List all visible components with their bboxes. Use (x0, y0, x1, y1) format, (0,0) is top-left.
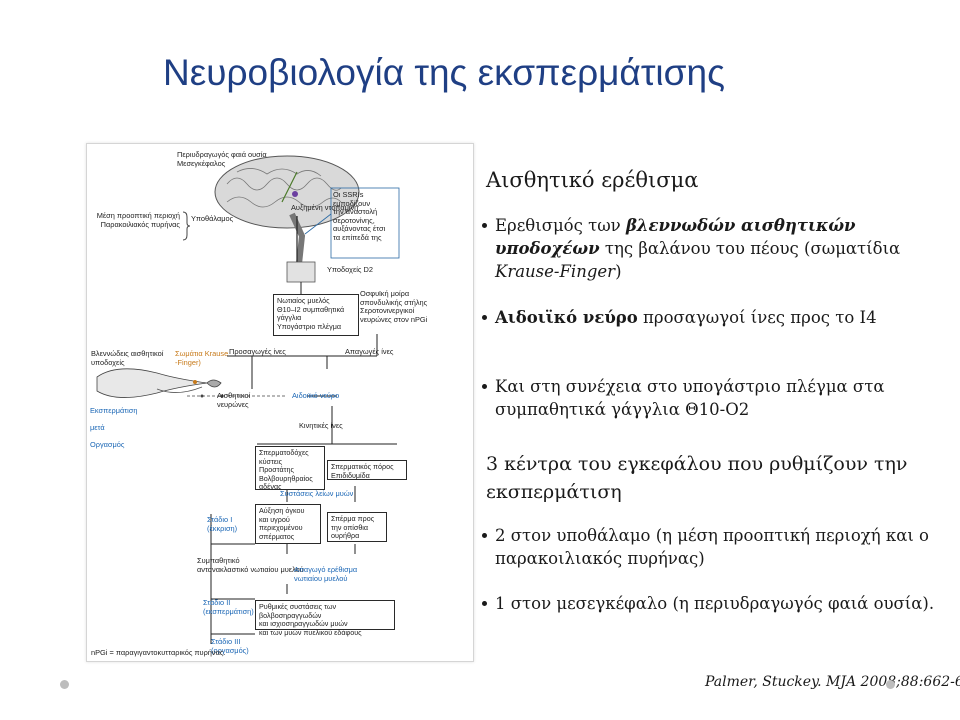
spinal-cord-box: Νωτιαίος μυελός Θ10–Ι2 συμπαθητικά γάγγλ… (273, 294, 359, 336)
after-label: μετά (90, 424, 105, 433)
efferent-fibers-label: Απαγωγές ίνες (345, 348, 393, 357)
section-heading-brain-centers: 3 κέντρα του εγκεφάλου που ρυθμίζουν την… (486, 450, 926, 506)
bullet-midbrain: 1 στον μεσεγκέφαλο (η περιυδραγωγός φαιά… (495, 592, 935, 615)
hypothalamus-regions-label: Μέση προοπτική περιοχή Παρακοιλιακός πυρ… (90, 212, 180, 229)
citation: Palmer, Stuckey. MJA 2008;88:662-666. (705, 674, 960, 690)
smooth-muscle-label: Συστάσεις λείων μυών (280, 490, 353, 499)
sympathetic-reflex-label: Συμπαθητικό αντανακλαστικό νωτιαίου μυελ… (197, 557, 304, 574)
ejaculation-pathway-diagram: Περιυδραγωγός φαιά ουσία Μεσεγκέφαλος Μέ… (86, 143, 474, 662)
motor-fibers-label: Κινητικές ίνες (299, 422, 343, 431)
slide-title: Νευροβιολογία της εκσπερμάτισης (163, 52, 725, 94)
vas-deferens-box: Σπερματικός πόρος Επιδιδυμίδα (327, 460, 407, 480)
afferent-fibers-label: Προσαγωγές ίνες (229, 348, 286, 357)
section-heading-sensory: Αισθητικό ερέθισμα (486, 168, 698, 192)
bullet-plexus: Και στη συνέχεια στο υπογάστριο πλέγμα σ… (495, 375, 935, 421)
ejaculation-label: Εκσπερμάτιση (90, 407, 137, 416)
accessory-glands-box: Σπερματοδόχες κύστεις Προστάτης Βολβουρη… (255, 446, 325, 490)
sensory-neurons-label: Αισθητικοί νευρώνες (217, 392, 250, 409)
bullet-pudendal: Αιδοιϊκό νεύρο προσαγωγοί ίνες προς το Ι… (495, 306, 935, 329)
bullet-dot (482, 601, 487, 606)
stage2-label: Στάδιο ΙΙ (εκσπερμάτιση) (203, 599, 254, 616)
bullet-receptors: Ερεθισμός των βλεννωδών αισθητικών υποδο… (495, 214, 935, 283)
semen-volume-box: Αύξηση όγκου και υγρού περιεχομένου σπέρ… (255, 504, 321, 544)
stage1-label: Στάδιο Ι (έκκριση) (207, 516, 237, 533)
sperm-urethra-box: Σπέρμα προς την οπίσθια ουρήθρα (327, 512, 387, 542)
bullet-hypothalamus: 2 στον υποθάλαμο (η μέση προοπτική περιο… (495, 524, 935, 570)
nav-dot-right (886, 680, 895, 689)
nav-dot-left (60, 680, 69, 689)
pudendal-nerve-label: Αιδοιϊκό νεύρο (292, 392, 339, 401)
d2-receptors-label: Υποδοχείς D2 (327, 266, 373, 275)
hypothalamus-label: Υποθάλαμος (191, 215, 233, 224)
mucosal-receptors-label: Βλεννώδεις αισθητικοί υποδοχείς (91, 350, 163, 367)
brain-label: Περιυδραγωγός φαιά ουσία Μεσεγκέφαλος (177, 151, 267, 168)
bullet-dot (482, 384, 487, 389)
bullet-dot (482, 223, 487, 228)
npgi-footnote: nPGi = παραγιγαντοκυτταρικός πυρήνας. (91, 649, 225, 658)
rhythmic-contractions-box: Ρυθμικές συστάσεις των βολβοσηραγγωδών κ… (255, 600, 395, 630)
krause-corpuscles-label: Σωμάτια Krause -Finger) (175, 350, 228, 367)
ssri-note: Οι SSRIs εμποδίζουν την αναστολή σεροτον… (333, 191, 385, 243)
orgasm-label: Οργασμός (90, 441, 124, 450)
efferent-stimulus-label: Απαγωγό ερέθισμα νωτιαίου μυελού (294, 566, 357, 583)
lumbar-serotonin-label: Οσφυϊκή μοίρα σπονδυλικής στήλης Σεροτον… (360, 290, 427, 324)
bullet-dot (482, 533, 487, 538)
bullet-dot (482, 315, 487, 320)
